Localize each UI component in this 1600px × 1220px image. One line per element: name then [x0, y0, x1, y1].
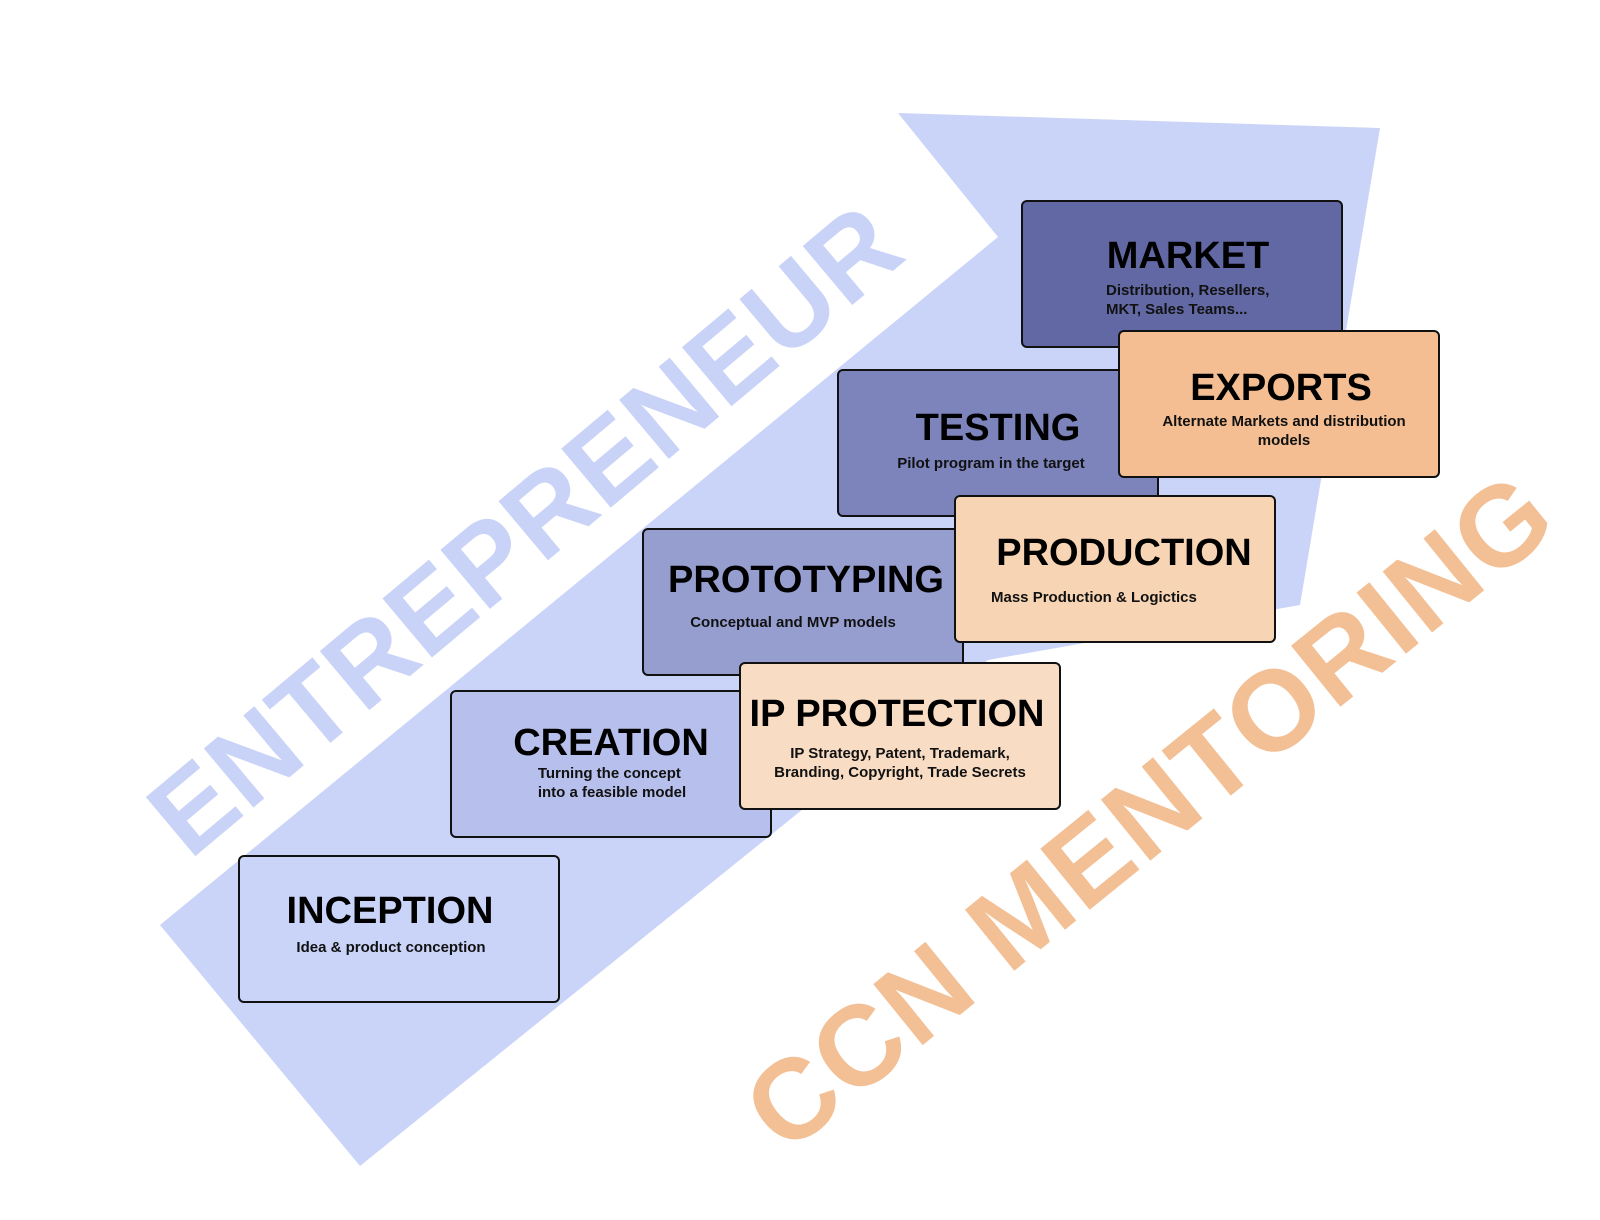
step-production-title: PRODUCTION [996, 532, 1252, 574]
step-prototyping [642, 528, 964, 676]
step-market-subtitle: Distribution, Resellers, MKT, Sales Team… [1106, 282, 1270, 318]
step-exports [1118, 330, 1440, 478]
step-production [954, 495, 1276, 643]
step-exports-subtitle: Alternate Markets and distribution model… [1162, 413, 1406, 449]
step-prototyping-subtitle: Conceptual and MVP models [690, 614, 896, 631]
step-creation-subtitle: Turning the concept into a feasible mode… [537, 765, 687, 801]
step-testing-title: TESTING [915, 407, 1081, 449]
step-exports-title: EXPORTS [1190, 367, 1372, 409]
step-creation-title: CREATION [513, 722, 709, 764]
step-market [1021, 200, 1343, 348]
step-market-title: MARKET [1106, 235, 1270, 277]
step-testing [837, 369, 1159, 517]
step-production-subtitle: Mass Production & Logictics [991, 589, 1197, 606]
step-inception-title: INCEPTION [286, 890, 494, 932]
step-testing-subtitle: Pilot program in the target [897, 455, 1085, 472]
step-inception-subtitle: Idea & product conception [296, 939, 486, 956]
step-ip-protection [739, 662, 1061, 810]
step-ip-protection-title: IP PROTECTION [749, 693, 1045, 735]
step-prototyping-title: PROTOTYPING [668, 559, 944, 601]
step-ip-protection-subtitle: IP Strategy, Patent, Trademark, Branding… [774, 745, 1026, 781]
step-inception [238, 855, 560, 1003]
